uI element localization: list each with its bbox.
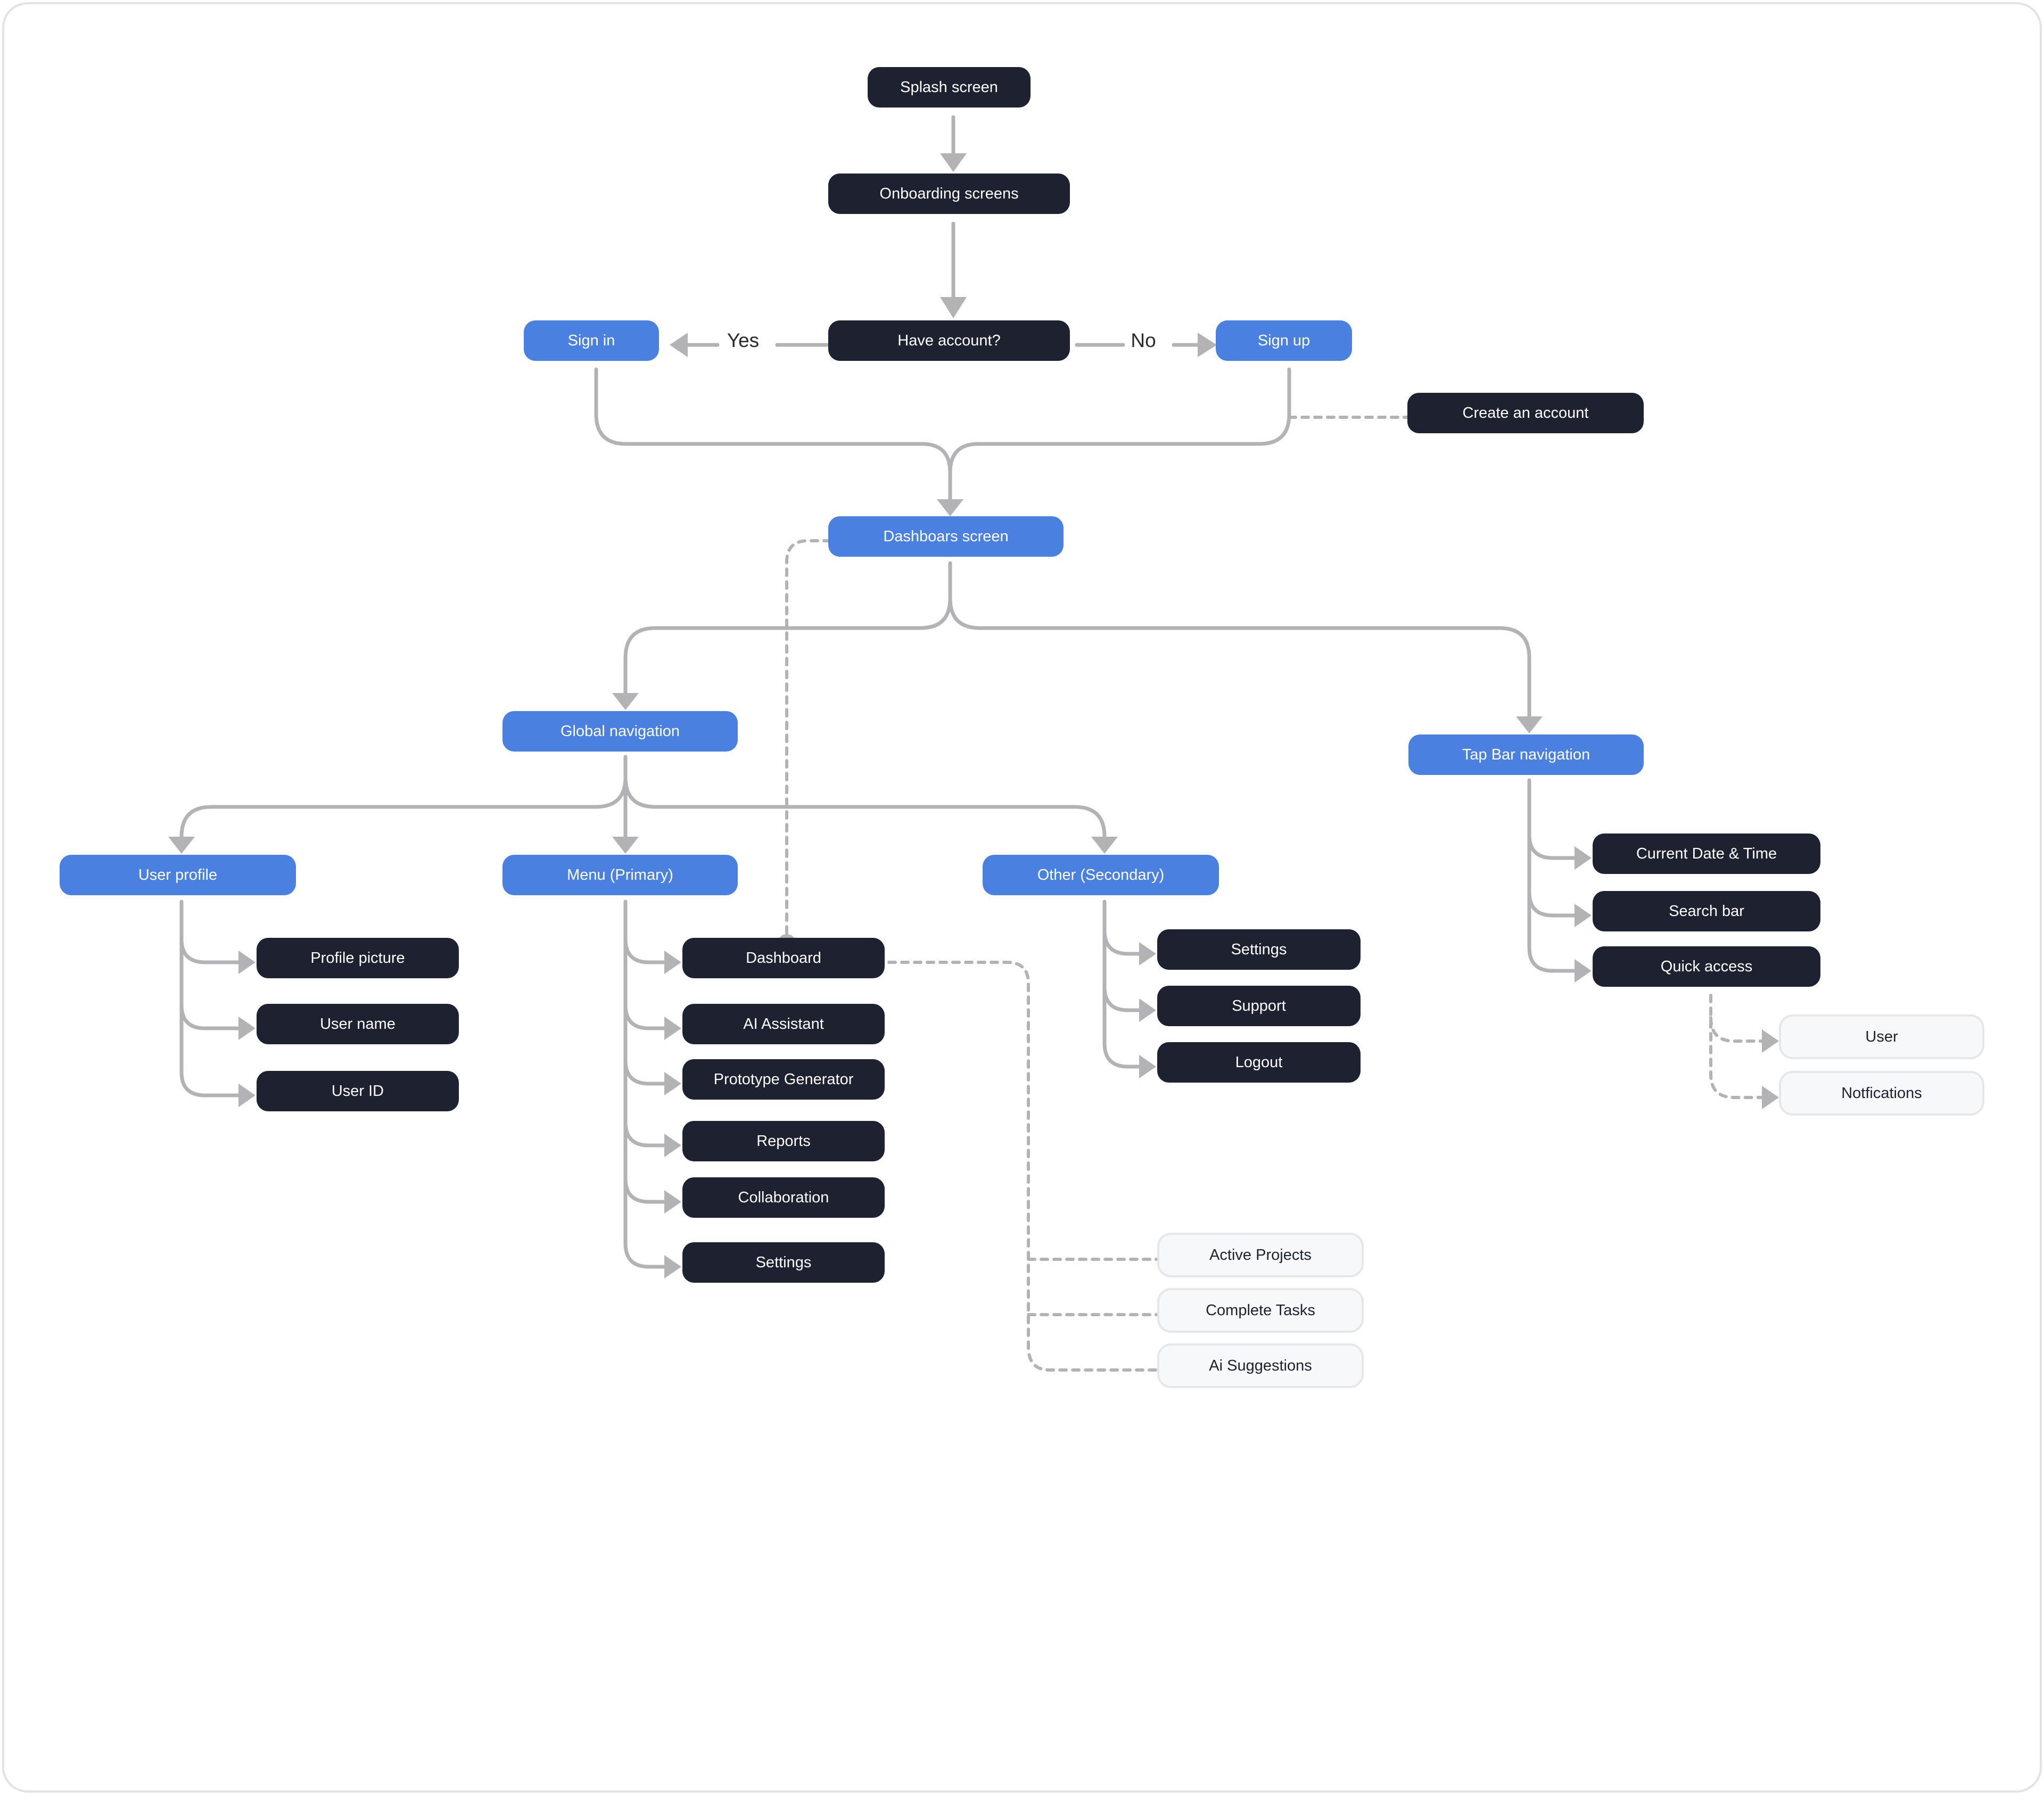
dashed-dashboard-widgets xyxy=(887,961,1159,1372)
node-complete-tasks: Complete Tasks xyxy=(1157,1288,1364,1333)
node-quick-access: Quick access xyxy=(1593,946,1820,987)
node-search-bar: Search bar xyxy=(1593,891,1820,931)
edge-user-profile-picture xyxy=(179,937,245,964)
arrowhead xyxy=(1198,333,1217,357)
arrowhead xyxy=(612,837,639,854)
node-onboarding-screens: Onboarding screens xyxy=(828,174,1070,214)
node-profile-picture: Profile picture xyxy=(257,938,459,978)
edge-global-user-profile xyxy=(179,755,628,842)
arrowhead xyxy=(940,297,967,318)
node-collaboration: Collaboration xyxy=(682,1177,885,1218)
edge-other-support xyxy=(1102,985,1147,1012)
edge-label-no: No xyxy=(1126,329,1160,352)
node-user-profile: User profile xyxy=(60,855,296,895)
edge-other-settings xyxy=(1102,928,1147,956)
arrowhead xyxy=(1762,1029,1779,1053)
node-have-account: Have account? xyxy=(828,320,1070,361)
dashed-quick-access-children xyxy=(1709,994,1763,1099)
edge-dashboards-global xyxy=(623,561,952,698)
arrowhead xyxy=(612,693,639,710)
arrowhead xyxy=(664,1255,681,1278)
node-dashboard: Dashboard xyxy=(682,938,885,978)
node-sign-up: Sign up xyxy=(1216,320,1352,361)
edge-sign-in-merge xyxy=(594,367,952,506)
node-prototype-generator: Prototype Generator xyxy=(682,1059,885,1100)
arrowhead xyxy=(1575,959,1592,983)
arrowhead xyxy=(1139,998,1156,1022)
node-other-settings: Settings xyxy=(1157,929,1361,970)
arrowhead xyxy=(238,951,256,974)
dashed-dashboards-dashboard xyxy=(785,539,832,944)
node-create-account: Create an account xyxy=(1407,393,1644,433)
node-qa-user: User xyxy=(1779,1014,1984,1059)
arrowhead xyxy=(670,333,688,357)
edge-other-children xyxy=(1102,899,1147,1069)
node-active-projects: Active Projects xyxy=(1157,1233,1364,1277)
edge-global-other xyxy=(623,775,1107,842)
arrowhead xyxy=(1139,942,1156,965)
node-sign-in: Sign in xyxy=(524,320,659,361)
node-global-navigation: Global navigation xyxy=(502,711,738,752)
arrowhead xyxy=(168,837,195,854)
edge-menu-collab xyxy=(623,1176,672,1204)
arrowhead xyxy=(1575,904,1592,927)
arrowhead xyxy=(664,1190,681,1214)
node-ai-assistant: AI Assistant xyxy=(682,1004,885,1044)
edge-menu-ai xyxy=(623,1003,672,1030)
node-ai-suggestions: Ai Suggestions xyxy=(1157,1343,1364,1388)
arrowhead xyxy=(940,153,967,172)
edge-menu-children xyxy=(623,899,672,1269)
node-menu-settings: Settings xyxy=(682,1242,885,1283)
node-other-secondary: Other (Secondary) xyxy=(983,855,1219,895)
edge-sign-up-merge xyxy=(948,367,1291,475)
arrowhead xyxy=(664,1017,681,1040)
node-splash-screen: Splash screen xyxy=(868,67,1031,108)
arrowhead xyxy=(664,1072,681,1095)
arrowhead xyxy=(238,1017,256,1040)
node-user-id: User ID xyxy=(257,1071,459,1111)
edge-menu-prototype xyxy=(623,1058,672,1086)
edge-tapbar-date xyxy=(1527,832,1582,860)
node-user-name: User name xyxy=(257,1004,459,1044)
node-support: Support xyxy=(1157,986,1361,1026)
edge-menu-dashboard xyxy=(623,937,672,964)
dashed-quick-access-user xyxy=(1709,1016,1763,1043)
arrowhead xyxy=(1762,1086,1779,1109)
arrowhead xyxy=(1575,846,1592,870)
node-logout: Logout xyxy=(1157,1042,1361,1083)
arrowhead xyxy=(664,1134,681,1157)
node-current-date-time: Current Date & Time xyxy=(1593,834,1820,874)
arrowhead xyxy=(1139,1055,1156,1078)
node-notifications: Notfications xyxy=(1779,1071,1984,1116)
node-dashboards-screen: Dashboars screen xyxy=(828,516,1064,557)
edge-user-profile-children xyxy=(179,899,245,1097)
edge-menu-reports xyxy=(623,1120,672,1148)
arrowhead xyxy=(664,951,681,974)
arrowhead xyxy=(238,1084,256,1107)
edge-tapbar-search xyxy=(1527,890,1582,918)
node-reports: Reports xyxy=(682,1121,885,1161)
connector-layer xyxy=(168,115,1779,1372)
node-tap-bar-navigation: Tap Bar navigation xyxy=(1408,735,1644,775)
edge-label-yes: Yes xyxy=(722,329,764,352)
arrowhead xyxy=(1516,716,1543,733)
arrowhead xyxy=(1091,837,1118,854)
node-menu-primary: Menu (Primary) xyxy=(502,855,738,895)
edge-user-profile-name xyxy=(179,1003,245,1030)
edge-dashboards-tapbar xyxy=(948,596,1531,722)
arrowhead xyxy=(937,499,963,516)
edge-tapbar-children xyxy=(1527,778,1582,973)
